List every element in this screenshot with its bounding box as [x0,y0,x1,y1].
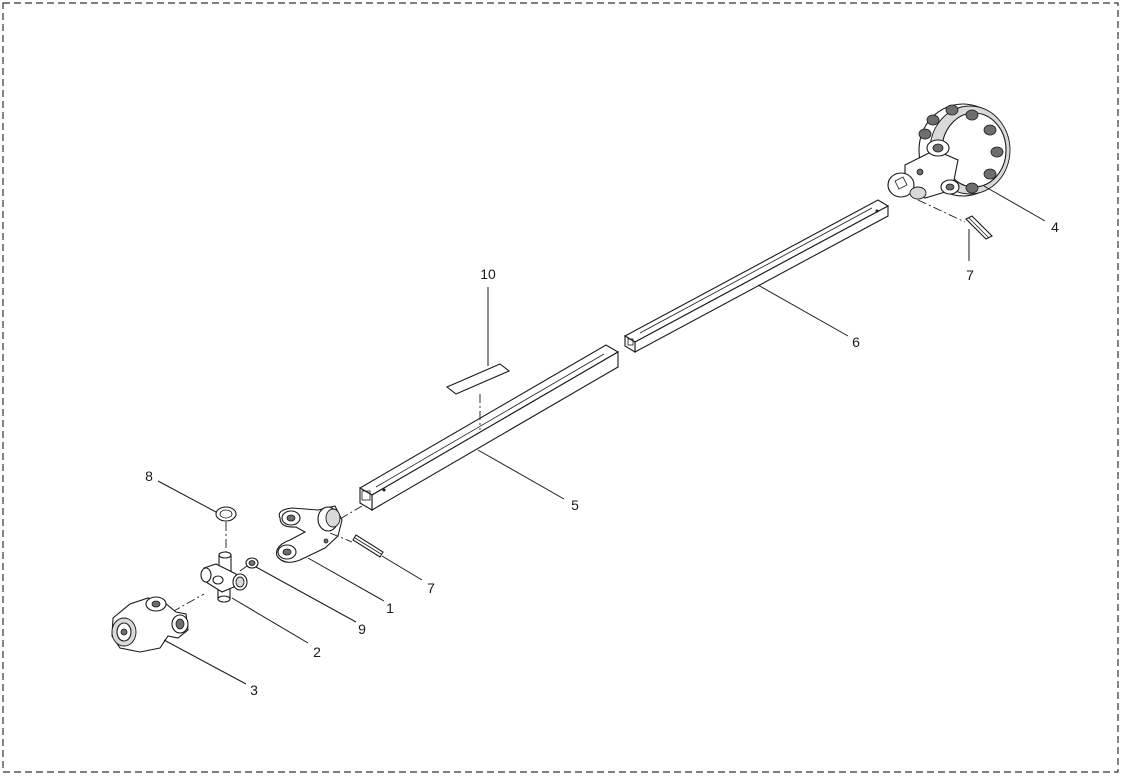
label-10: 10 [480,266,496,282]
label-7b: 7 [427,580,435,596]
label-8: 8 [145,468,153,484]
part-6-outer-tube [623,199,890,353]
leader-lines [157,185,1046,685]
part-2-cross-journal [200,551,248,603]
part-3-end-yoke [111,593,205,653]
part-7-pin-lower [329,532,384,558]
label-2: 2 [313,644,321,660]
label-3: 3 [250,682,258,698]
label-6: 6 [852,334,860,350]
part-7-pin-upper [917,199,993,240]
part-8-circlip [215,506,237,556]
label-9: 9 [358,621,366,637]
part-9-grease-fitting [239,557,259,572]
label-4: 4 [1051,219,1059,235]
callout-labels: 1 2 3 4 5 6 7 7 8 9 10 [145,219,1059,698]
part-4-clutch-assembly [887,103,1011,200]
part-5-inner-tube [358,344,620,511]
label-1: 1 [386,600,394,616]
part-10-label-sticker [445,363,511,430]
label-7a: 7 [966,267,974,283]
part-1-yoke [275,505,363,563]
label-5: 5 [571,497,579,513]
